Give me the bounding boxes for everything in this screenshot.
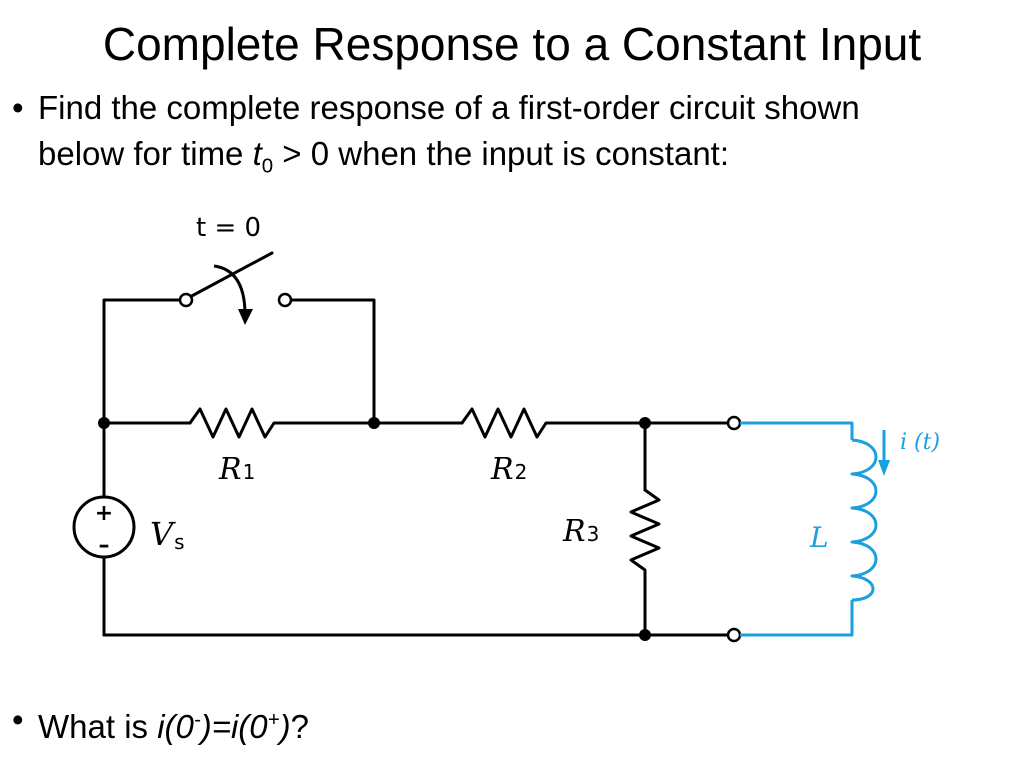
current-arrow-head <box>878 460 890 476</box>
question-text: What is i(0-)=i(0+)? <box>38 697 309 750</box>
label-r1-sub: 1 <box>243 460 256 484</box>
junction-dot <box>639 417 651 429</box>
switch-arrow <box>213 264 253 325</box>
junction-dot <box>368 417 380 429</box>
label-r1: R1 <box>218 452 255 487</box>
switch-right-wire <box>287 298 376 425</box>
resistor-r1 <box>188 407 286 439</box>
label-r2-letter: R <box>490 452 514 487</box>
switch-contact-left <box>178 292 194 308</box>
inductor-branch <box>740 421 878 637</box>
junction-dots <box>98 417 651 641</box>
terminal-bottom <box>726 627 742 643</box>
resistor-r2 <box>460 407 558 439</box>
current-arrow <box>878 430 890 476</box>
terminal-top <box>726 415 742 431</box>
wires <box>72 251 730 637</box>
line2-post: > 0 when the input is constant: <box>273 135 730 172</box>
label-vs: Vs <box>150 515 185 554</box>
label-r3-letter: R <box>562 514 586 549</box>
switch-label: t = 0 <box>196 213 261 243</box>
label-r1-letter: R <box>218 452 242 487</box>
label-r2-sub: 2 <box>515 460 528 484</box>
resistor-r3 <box>629 488 661 577</box>
question-pre: What is <box>38 708 158 745</box>
bullet-dot: • <box>12 89 24 126</box>
bullet-question: • What is i(0-)=i(0+)? <box>12 697 309 750</box>
bullet-find-response: • Find the complete response of a first-… <box>12 85 860 190</box>
bullet-text: Find the complete response of a first-or… <box>38 85 860 190</box>
source-minus: – <box>99 533 110 558</box>
question-expr-c: ) <box>279 708 291 745</box>
switch-arrow-curve <box>213 264 247 313</box>
slide-title: Complete Response to a Constant Input <box>102 18 922 70</box>
label-r3: R3 <box>562 514 599 549</box>
question-post: ? <box>290 708 309 745</box>
question-expr-b: )=i(0 <box>200 708 268 745</box>
inductor-bottom-wire <box>740 600 854 637</box>
junction-dot <box>639 629 651 641</box>
question-expr-a: i(0 <box>157 708 194 745</box>
time-subscript: 0 <box>261 154 274 178</box>
label-current: i (t) <box>900 430 940 455</box>
inductor-coil <box>850 438 878 602</box>
switch-blade <box>186 251 274 300</box>
switch-left-wire <box>102 298 184 425</box>
question-sup-minus: - <box>193 708 201 731</box>
question-sup-plus: + <box>267 708 280 731</box>
open-circles <box>178 292 742 643</box>
label-vs-letter: V <box>150 515 176 553</box>
voltage-source-circle <box>72 495 136 559</box>
inductor-top-wire <box>740 421 854 440</box>
junction-dot <box>98 417 110 429</box>
switch-contact-right <box>277 292 293 308</box>
label-inductor: L <box>809 521 829 554</box>
label-vs-sub: s <box>174 530 184 554</box>
bullet-line-2: below for time t0 > 0 when the input is … <box>38 131 860 190</box>
line2-pre: below for time <box>38 135 253 172</box>
time-variable: t <box>252 135 262 172</box>
switch-arrow-head <box>238 309 253 325</box>
label-r3-sub: 3 <box>587 522 600 546</box>
bullet-line-1: Find the complete response of a first-or… <box>38 89 860 126</box>
label-r2: R2 <box>490 452 527 487</box>
source-plus: + <box>95 501 113 526</box>
bullet-dot: • <box>12 701 24 738</box>
